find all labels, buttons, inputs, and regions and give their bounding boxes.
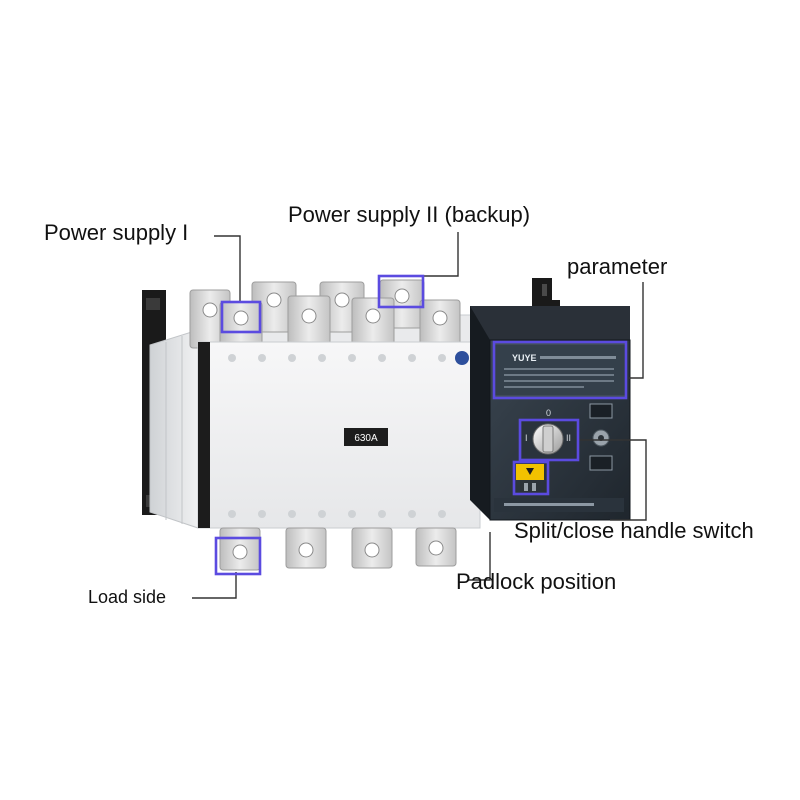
position-marker-2: II bbox=[566, 433, 571, 443]
position-marker-1: I bbox=[525, 433, 528, 443]
label-split-close-handle-switch: Split/close handle switch bbox=[514, 518, 754, 543]
callout-boxes bbox=[214, 274, 628, 576]
rating-label: 630A bbox=[354, 433, 378, 444]
padlock-tab bbox=[516, 464, 544, 494]
body-side-face bbox=[149, 329, 199, 529]
position-marker-0: 0 bbox=[546, 408, 551, 418]
label-padlock-position: Padlock position bbox=[456, 569, 617, 594]
label-power-supply-2: Power supply II (backup) bbox=[288, 202, 531, 227]
label-load-side: Load side bbox=[88, 587, 167, 607]
load-terminal-row bbox=[219, 527, 457, 571]
back-terminal-row bbox=[251, 279, 425, 333]
controller-side-face bbox=[470, 306, 490, 520]
label-power-supply-1: Power supply I bbox=[44, 220, 189, 245]
label-parameter: parameter bbox=[567, 254, 668, 279]
handle-switch bbox=[522, 420, 574, 458]
top-stud-row bbox=[228, 354, 446, 362]
switch-body bbox=[197, 341, 481, 529]
bottom-stud-row bbox=[228, 510, 446, 518]
brand-logo: YUYE bbox=[512, 353, 537, 363]
rating-label-plate bbox=[344, 428, 388, 446]
front-terminal-row bbox=[189, 289, 461, 353]
controller-top-face bbox=[470, 306, 630, 340]
leader-lines bbox=[192, 232, 647, 599]
